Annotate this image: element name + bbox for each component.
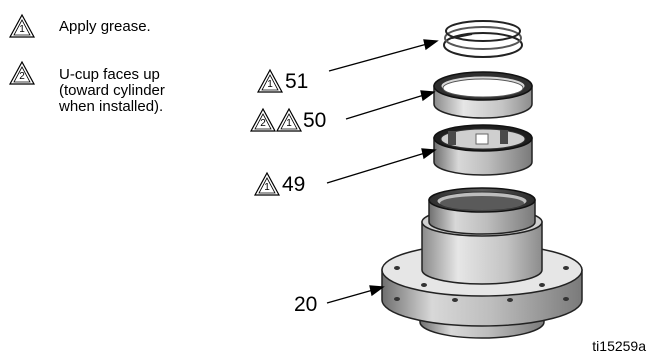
callout-51-marker-1-icon <box>256 68 284 93</box>
note-marker-2-icon <box>8 60 36 85</box>
figure-id: ti15259a <box>592 338 646 354</box>
callout-50-marker-2-icon <box>249 107 277 132</box>
callout-part-49: 49 <box>282 173 306 196</box>
callout-49-marker-label: 1 <box>264 182 270 193</box>
callout-part-20: 20 <box>294 293 318 316</box>
note-text: U-cup faces up (toward cylinder when ins… <box>59 66 165 115</box>
u-cup-seal-part-50 <box>433 71 533 119</box>
callout-51-marker-label: 1 <box>267 79 273 90</box>
callout-50-marker-1-label: 1 <box>286 118 292 129</box>
note-marker-1-icon <box>8 13 36 38</box>
note-marker-1-label: 1 <box>19 24 25 35</box>
note-marker-2-label: 2 <box>19 71 25 82</box>
housing-part-20 <box>381 187 583 339</box>
bearing-ring-part-49 <box>433 124 533 176</box>
callout-49-marker-1-icon <box>253 171 281 196</box>
callout-part-51: 51 <box>285 70 309 93</box>
callout-part-50: 50 <box>303 109 327 132</box>
callout-50-marker-2-label: 2 <box>260 118 266 129</box>
callout-50-marker-1-icon <box>275 107 303 132</box>
leader-lines <box>326 39 439 304</box>
note-text: Apply grease. <box>59 18 151 35</box>
spring-part-51 <box>443 20 523 58</box>
